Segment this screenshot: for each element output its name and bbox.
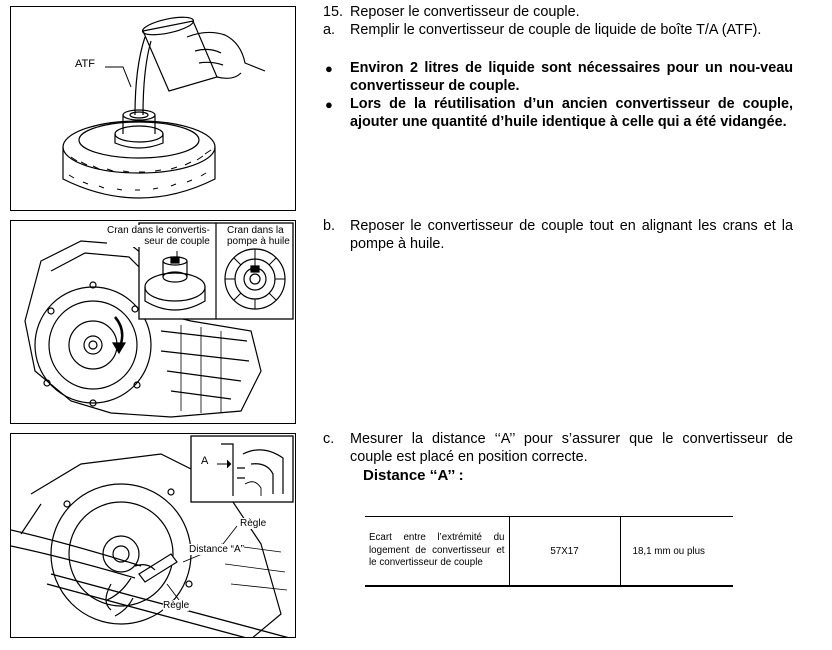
distance-a-inset-label: A <box>201 455 209 467</box>
notch-pump-label: Cran dans la pompe à huile <box>227 225 290 247</box>
substep-b-letter: b. <box>323 218 336 234</box>
distance-measure-illustration <box>11 435 294 637</box>
step-title: Reposer le convertisseur de couple. <box>350 4 580 20</box>
substep-a-letter: a. <box>323 21 336 38</box>
figure-measure-distance: A Règle Distance “A” Règle <box>10 433 296 638</box>
notch-converter-text: Cran dans le convertis- seur de couple <box>107 225 210 247</box>
ruler-label-top: Règle <box>240 518 267 529</box>
bullet-text-2: Lors de la réutilisation d’un ancien con… <box>350 96 793 130</box>
substep-a-text: Remplir le convertisseur de couple de li… <box>350 21 762 38</box>
bullet-icon: ● <box>325 61 333 76</box>
distance-a-label: Distance “A” <box>189 544 245 555</box>
notch-converter-label: Cran dans le convertis- seur de couple <box>107 225 210 247</box>
substep-c-text: Mesurer la distance ‘‘A’’ pour s’assurer… <box>350 431 793 465</box>
substep-b-text: Reposer le convertisseur de couple tout … <box>350 218 793 252</box>
substep-c-letter: c. <box>323 431 335 447</box>
spec-description: Ecart entre l’extrémité du logement de c… <box>365 516 510 586</box>
table-row: Ecart entre l’extrémité du logement de c… <box>365 516 733 586</box>
transmission-front-illustration <box>24 222 294 418</box>
spec-value: 18,1 mm ou plus <box>619 516 733 586</box>
bullet-icon: ● <box>325 97 333 112</box>
step-number: 15. <box>323 4 344 20</box>
torque-converter-fill-illustration <box>62 16 266 199</box>
notch-pump-text: Cran dans la pompe à huile <box>227 225 290 247</box>
spec-code: 57X17 <box>508 516 621 586</box>
atf-label: ATF <box>75 58 95 70</box>
ruler-label-bottom: Règle <box>163 600 190 611</box>
bullet-text-1: Environ 2 litres de liquide sont nécessa… <box>350 60 793 94</box>
distance-a-title: Distance ‘‘A’’ : <box>363 467 464 484</box>
spec-table: Ecart entre l’extrémité du logement de c… <box>365 516 733 587</box>
figure-align-notches: Cran dans le convertis- seur de couple C… <box>10 220 296 424</box>
figure-fill-atf: ATF <box>10 6 296 211</box>
